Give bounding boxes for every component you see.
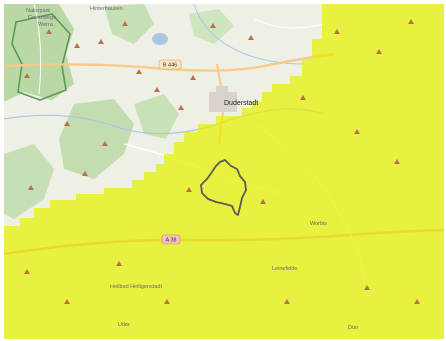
- region-label-2: Grenzwege: [28, 15, 56, 21]
- town-label-top: Hinterhausen: [90, 6, 123, 12]
- peak-markers: [24, 19, 420, 304]
- region-label-1: Naturpark: [26, 8, 50, 14]
- district-boundary: [200, 159, 247, 216]
- road-shield-b446-label: B 446: [163, 63, 177, 69]
- region-label-3: Werra: [38, 22, 54, 28]
- town-label-duen: Dün: [348, 325, 358, 331]
- city-area: [209, 86, 237, 112]
- town-label-leinefelde: Leinefelde: [272, 266, 297, 272]
- town-label-uder: Uder: [118, 322, 130, 328]
- town-label-worbis: Worbis: [310, 221, 327, 227]
- coverage-overlay: [4, 4, 444, 339]
- map-canvas[interactable]: B 446 A 38 Naturpark Grenzwege Werra Hin…: [4, 4, 444, 339]
- city-label-duderstadt: Duderstadt: [224, 100, 258, 107]
- forest-areas: [4, 4, 234, 219]
- nature-reserve-boundary: [11, 13, 71, 101]
- region-label-heiligenstadt: Heilbad Heiligenstadt: [110, 284, 162, 290]
- road-shield-b446: B 446: [158, 59, 182, 70]
- road-shield-a38: A 38: [161, 234, 181, 245]
- map-view[interactable]: B 446 A 38 Naturpark Grenzwege Werra Hin…: [4, 4, 444, 339]
- road-shield-a38-label: A 38: [165, 238, 176, 244]
